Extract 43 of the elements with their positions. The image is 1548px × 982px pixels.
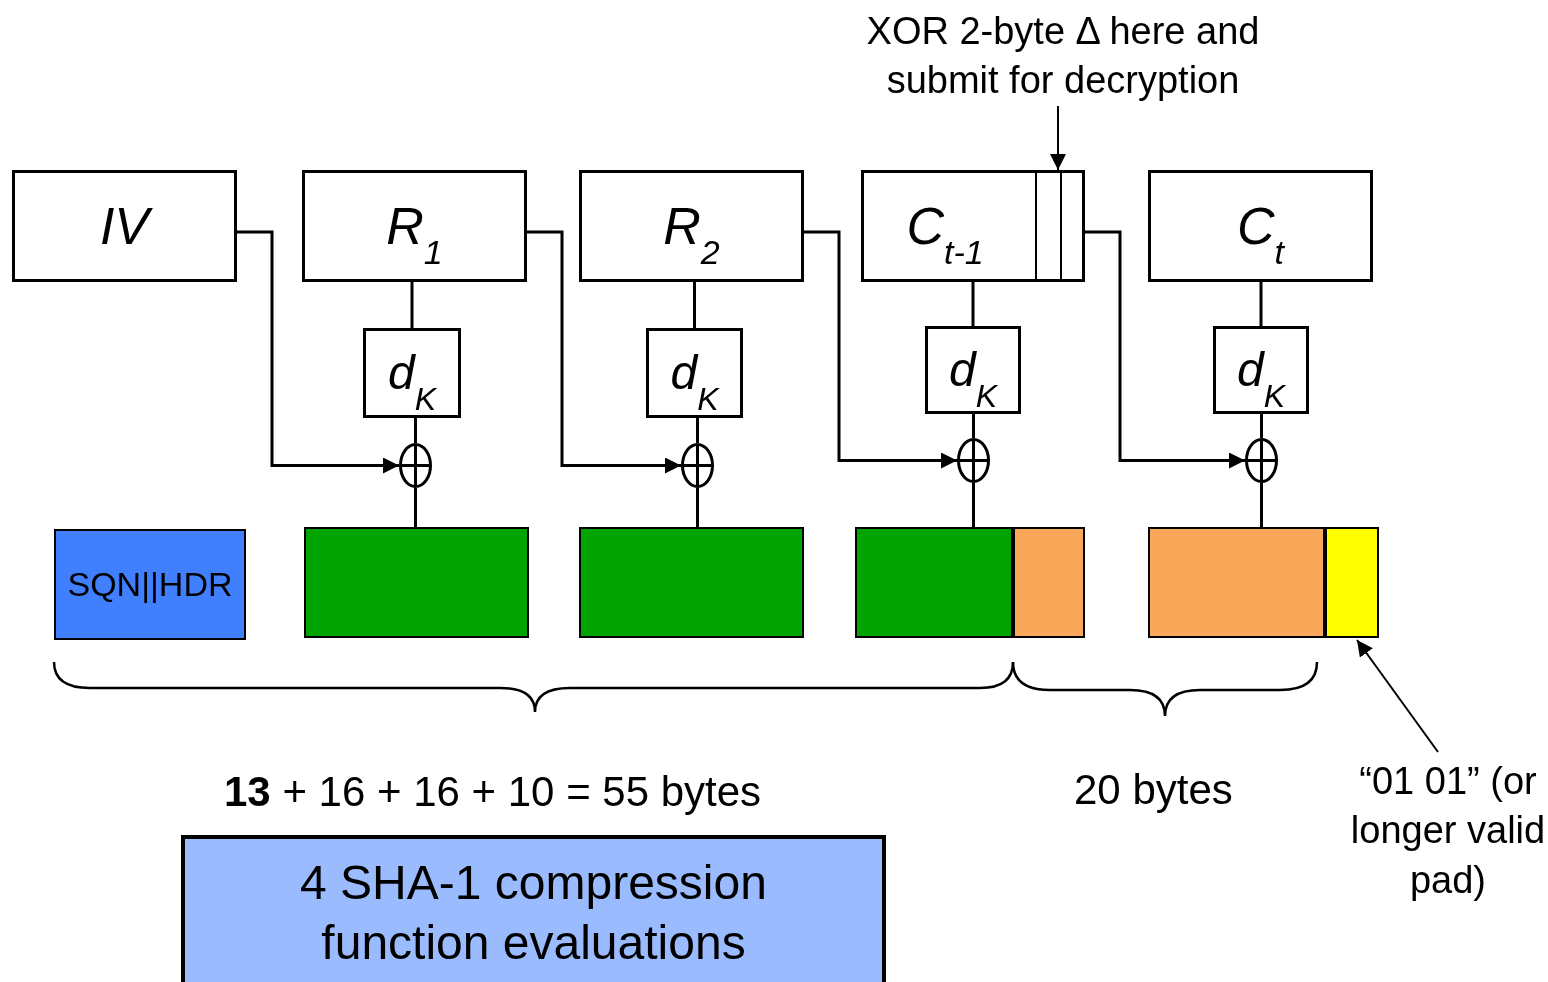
arrow bbox=[1085, 230, 1245, 469]
arrow bbox=[237, 230, 399, 474]
connector-line bbox=[410, 282, 414, 328]
connector-line bbox=[696, 488, 699, 527]
block-box: C$_{t-1}$ bbox=[861, 170, 1085, 282]
connector-line bbox=[972, 414, 975, 438]
xor-symbol bbox=[399, 443, 432, 488]
byte-count-label: 20 bytes bbox=[1074, 765, 1233, 815]
plaintext-block bbox=[855, 527, 1013, 638]
decryption-box: d$_{K}$ bbox=[1213, 326, 1309, 414]
decryption-box: d$_{K}$ bbox=[646, 328, 743, 418]
connector-line bbox=[972, 483, 975, 527]
arrow bbox=[1356, 639, 1439, 753]
xor-symbol bbox=[1245, 438, 1278, 483]
connector-line bbox=[1260, 414, 1263, 438]
xor-symbol bbox=[957, 438, 990, 483]
block-box: R$_{2}$ bbox=[579, 170, 804, 282]
arrow bbox=[1050, 105, 1066, 171]
block-box: R$_{1}$ bbox=[302, 170, 527, 282]
connector-line bbox=[693, 282, 696, 328]
block-box: IV bbox=[12, 170, 237, 282]
block-box: C$_{t}$ bbox=[1148, 170, 1373, 282]
connector-line bbox=[696, 418, 699, 443]
connector-line bbox=[971, 282, 975, 326]
mac-block bbox=[1148, 527, 1325, 638]
header-block: SQN||HDR bbox=[54, 529, 246, 640]
mac-block bbox=[1013, 527, 1085, 638]
decryption-box: d$_{K}$ bbox=[925, 326, 1021, 414]
decryption-box: d$_{K}$ bbox=[363, 328, 461, 418]
connector-line bbox=[1259, 282, 1263, 326]
arrow bbox=[804, 230, 957, 469]
arrow bbox=[527, 230, 681, 474]
connector-line bbox=[414, 488, 417, 527]
summary-box: 4 SHA-1 compression function evaluations bbox=[181, 835, 886, 982]
plaintext-block bbox=[304, 527, 529, 638]
byte-count-label: 13 + 16 + 16 + 10 = 55 bytes bbox=[224, 767, 762, 817]
padding-block bbox=[1325, 527, 1379, 638]
connector-line bbox=[1260, 483, 1263, 527]
annotation-text: XOR 2-byte Δ here and submit for decryption bbox=[820, 6, 1306, 106]
annotation-text: “01 01” (or longer valid pad) bbox=[1348, 752, 1548, 910]
connector-line bbox=[414, 418, 417, 443]
xor-symbol bbox=[681, 443, 714, 488]
plaintext-block bbox=[579, 527, 804, 638]
